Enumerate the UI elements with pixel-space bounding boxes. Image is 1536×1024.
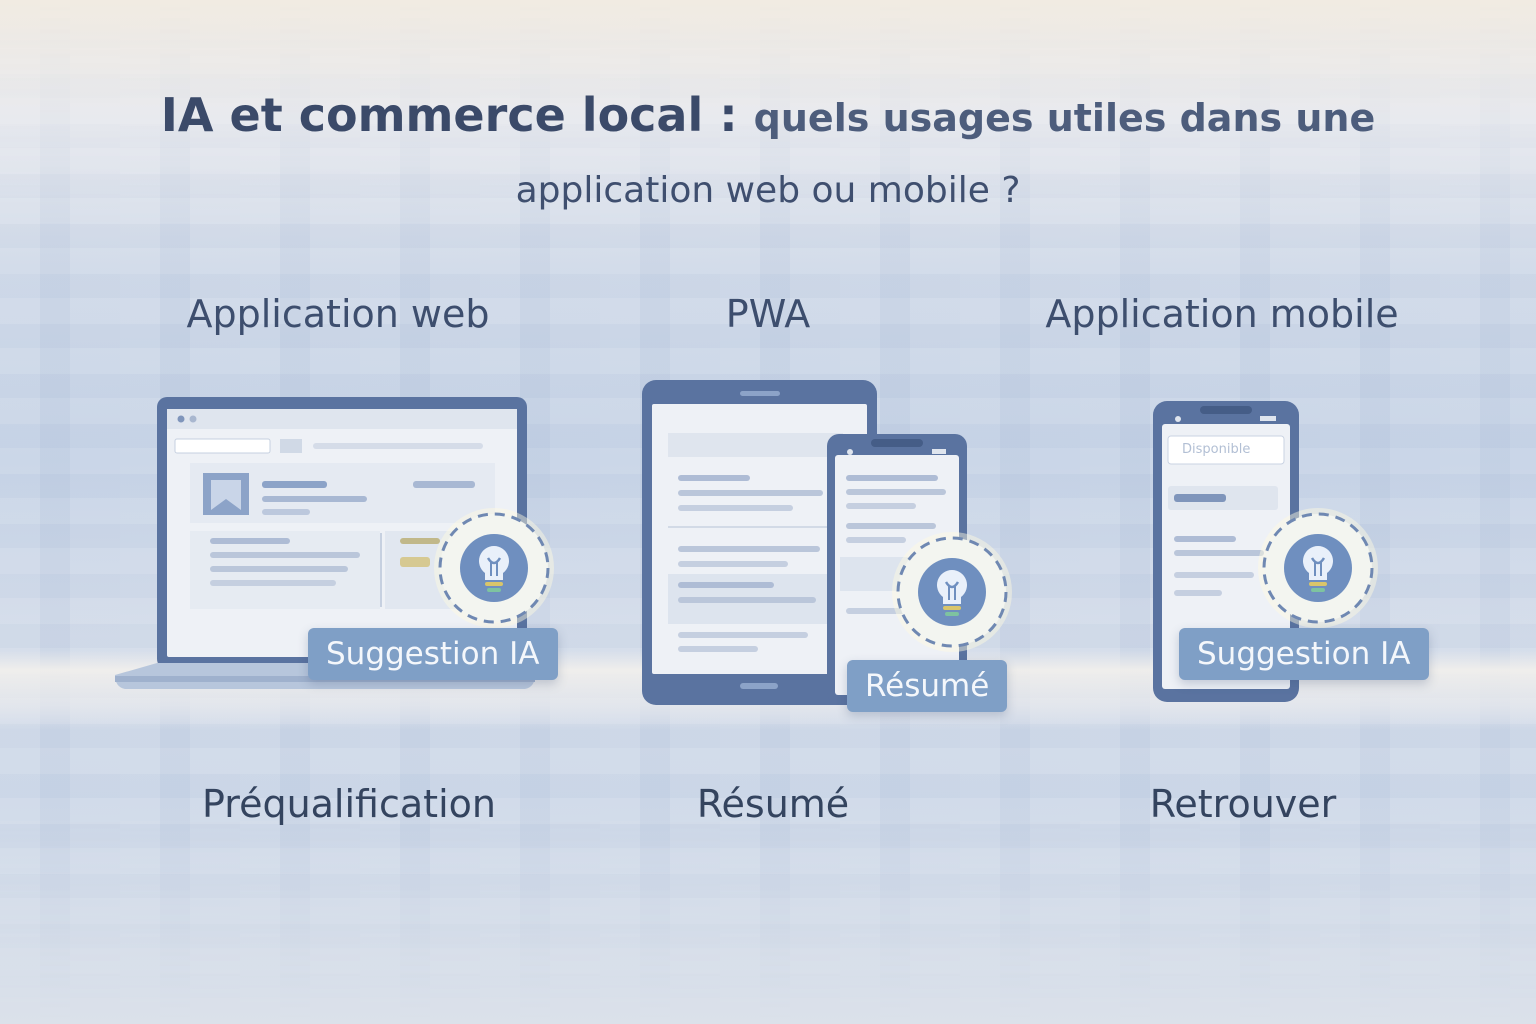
chip-resume-pwa: Résumé xyxy=(847,660,1008,712)
title-strong: IA et commerce local : xyxy=(160,88,738,142)
lightbulb-icon xyxy=(892,532,1012,652)
mobile-badge-text: Disponible xyxy=(1182,442,1251,457)
chip-suggestion-mobile: Suggestion IA xyxy=(1179,628,1429,680)
laptop-icon xyxy=(115,397,535,689)
lightbulb-icon xyxy=(1258,508,1378,628)
bottom-label-pwa: Résumé xyxy=(696,782,850,826)
label-mobile-app: Application mobile xyxy=(1045,292,1399,336)
title-light: quels usages utiles dans une xyxy=(753,96,1376,140)
page-title: IA et commerce local : quels usages util… xyxy=(0,88,1536,142)
phone-icon xyxy=(1153,401,1299,702)
label-pwa: PWA xyxy=(725,292,811,336)
bottom-label-mobile: Retrouver xyxy=(1149,782,1337,826)
bottom-label-web: Préqualification xyxy=(202,782,496,826)
chip-suggestion-web: Suggestion IA xyxy=(308,628,558,680)
label-web-app: Application web xyxy=(186,292,490,336)
page-subtitle: application web ou mobile ? xyxy=(515,170,1021,211)
lightbulb-icon xyxy=(434,508,554,628)
tablet-icon xyxy=(642,380,877,705)
